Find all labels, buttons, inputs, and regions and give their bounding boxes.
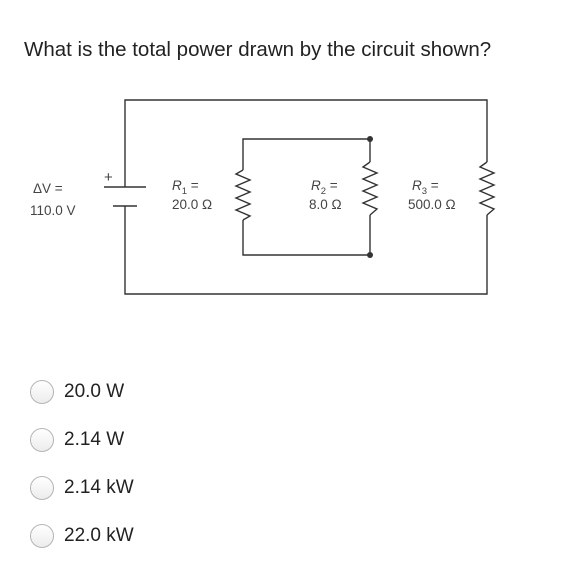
answer-options: 20.0 W 2.14 W 2.14 kW 22.0 kW [30,376,134,568]
answer-option-label: 2.14 W [64,429,125,450]
svg-text:R1 =: R1 = [172,178,199,197]
resistor-r2-symbol [361,161,379,216]
resistor-r3-equals: = [427,178,439,193]
resistor-r3-label: R3 = 500.0 Ω [408,178,456,212]
resistor-r1-symbol [234,169,252,221]
answer-option-label: 2.14 kW [64,477,134,498]
answer-option-3[interactable]: 2.14 kW [30,472,134,504]
svg-text:R2 =: R2 = [311,178,338,197]
radio-button[interactable] [30,380,54,404]
resistor-r2-label: R2 = 8.0 Ω [309,178,342,212]
resistor-r1-label: R1 = 20.0 Ω [172,178,212,212]
radio-button[interactable] [30,476,54,500]
resistor-r3-symbol [478,161,496,216]
circuit-wires [104,99,496,295]
resistor-r3-name: R [412,178,422,193]
resistor-r1-subscript: 1 [182,186,187,197]
resistor-r2-equals: = [326,178,338,193]
answer-option-1[interactable]: 20.0 W [30,376,134,408]
answer-option-label: 20.0 W [64,381,125,402]
answer-option-label: 22.0 kW [64,525,134,546]
resistor-r3-subscript: 3 [422,186,427,197]
radio-button[interactable] [30,428,54,452]
source-voltage-value: 110.0 V [30,203,76,218]
junction-dot-bottom [367,252,373,258]
radio-button[interactable] [30,524,54,548]
battery-plus-sign: + [104,169,113,186]
wire-branch-top [242,138,371,170]
resistor-r1-value: 20.0 Ω [172,197,212,212]
resistor-r2-value: 8.0 Ω [309,197,342,212]
wire-branch-bottom [242,215,371,256]
answer-option-2[interactable]: 2.14 W [30,424,134,456]
wire-outer-top [124,99,488,187]
source-voltage-label: ΔV = [33,181,63,196]
resistor-r2-name: R [311,178,321,193]
question-text: What is the total power drawn by the cir… [24,38,492,61]
resistor-r3-value: 500.0 Ω [408,197,456,212]
resistor-r2-subscript: 2 [321,186,326,197]
svg-text:R3 =: R3 = [412,178,439,197]
answer-option-4[interactable]: 22.0 kW [30,520,134,552]
resistor-r1-equals: = [187,178,199,193]
wire-outer-bottom [124,206,488,295]
junction-dot-top [367,136,373,142]
resistor-r1-name: R [172,178,182,193]
